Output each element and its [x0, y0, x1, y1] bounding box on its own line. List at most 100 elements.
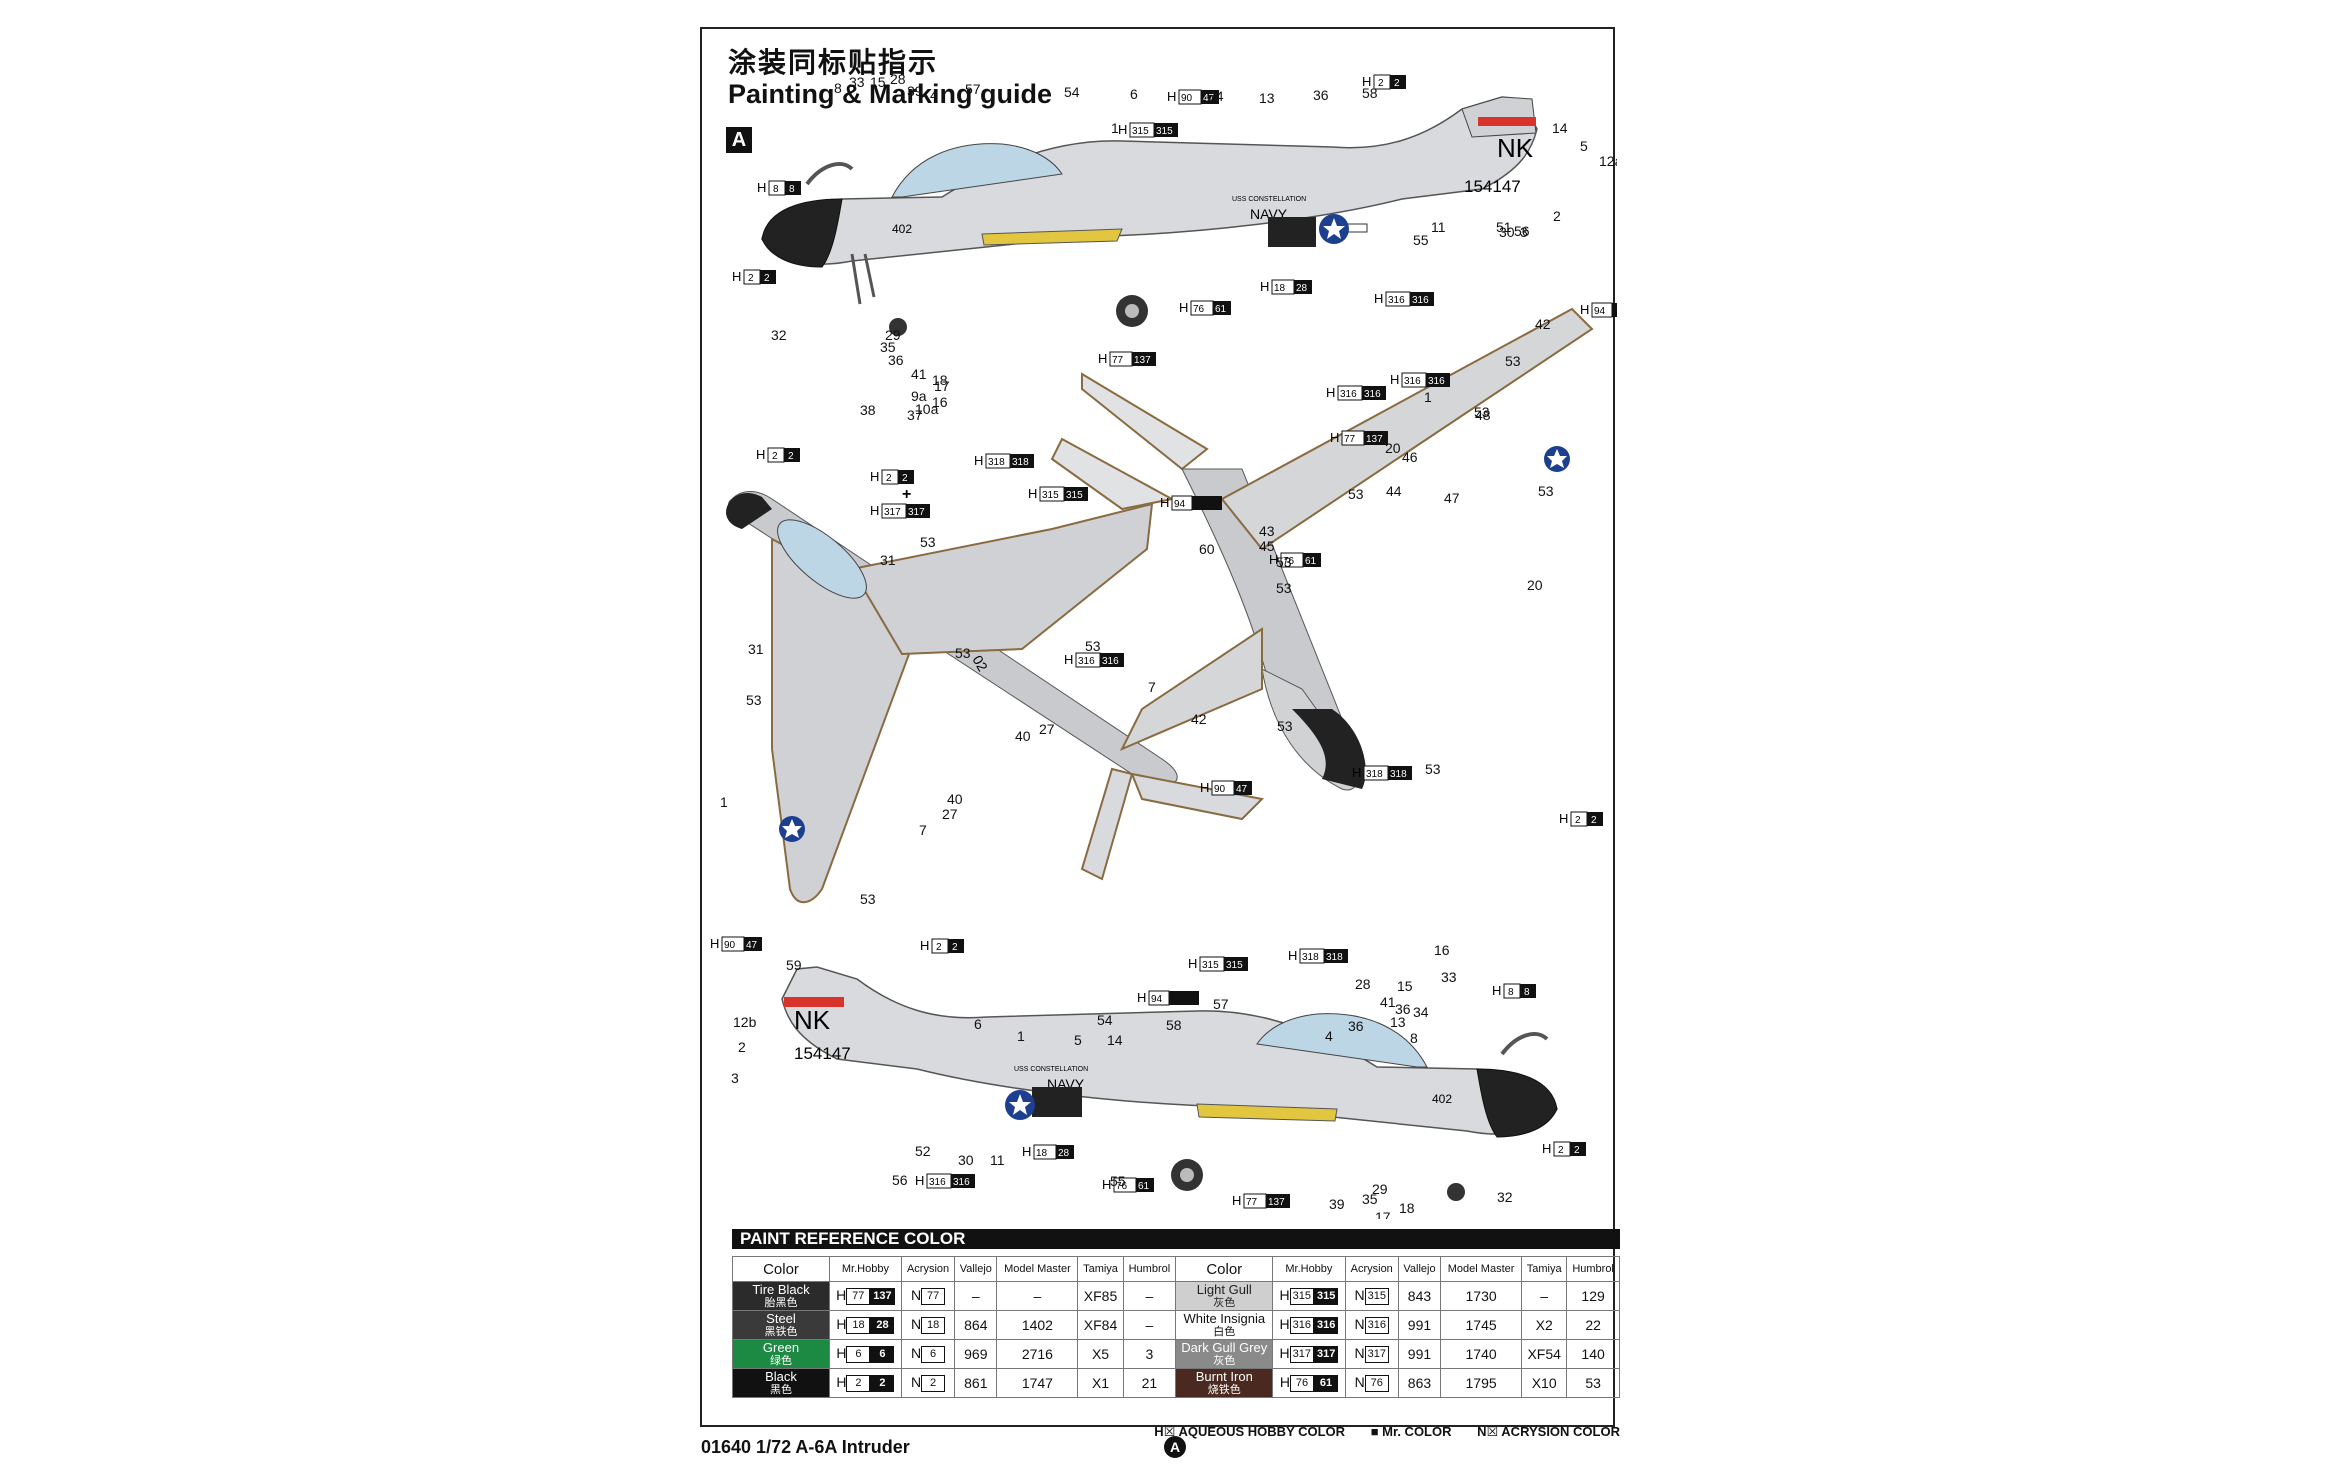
color-swatch: Burnt Iron 烧铁色 [1175, 1368, 1274, 1398]
color-swatch: White Insignia 白色 [1175, 1310, 1274, 1340]
callout-number: 9b [1406, 1217, 1422, 1219]
callout-number: 29 [885, 327, 901, 343]
callout-number: 18 [1399, 1200, 1415, 1216]
svg-text:316: 316 [1404, 376, 1421, 387]
svg-text:H: H [915, 1173, 924, 1188]
code-legend: H☒ AQUEOUS HOBBY COLOR ■ Mr. COLOR N☒ AC… [1154, 1424, 1620, 1439]
svg-text:315: 315 [1066, 490, 1083, 501]
callout-number: 13 [1390, 1014, 1406, 1030]
callout-number: 31 [748, 641, 764, 657]
color-name-cn: 灰色 [1213, 1354, 1236, 1367]
svg-text:316: 316 [1412, 295, 1429, 306]
paint-reference-table: Color Mr.Hobby Acrysion Vallejo Model Ma… [732, 1256, 1620, 1398]
product-footer: 01640 1/72 A-6A Intruder [701, 1437, 910, 1457]
callout-number: 2 [738, 1039, 746, 1055]
svg-text:94: 94 [1594, 306, 1606, 317]
color-name: Burnt Iron [1195, 1369, 1253, 1384]
callout-number: 58 [1166, 1017, 1182, 1033]
wing-modex: 02 [969, 653, 991, 675]
callout-number: 29 [1372, 1181, 1388, 1197]
col-mrhobby: Mr.Hobby [829, 1256, 902, 1282]
color-swatch: Light Gull 灰色 [1175, 1281, 1274, 1311]
callout-number: 4 [930, 87, 938, 103]
color-name: White Insignia [1183, 1311, 1266, 1326]
callout-number: 52 [915, 1143, 931, 1159]
callout-number: 40 [947, 791, 963, 807]
callout-number: 8 [834, 80, 842, 96]
svg-text:H: H [1492, 983, 1501, 998]
color-name-cn: 烧铁色 [1207, 1383, 1241, 1396]
svg-text:315: 315 [1202, 960, 1219, 971]
col-acrysion-right: Acrysion [1344, 1256, 1399, 1282]
svg-text:77: 77 [1112, 355, 1124, 366]
svg-text:8: 8 [789, 184, 795, 195]
callout-number: 30 [1499, 224, 1515, 240]
plan-view: 02 [726, 491, 1265, 904]
svg-text:90: 90 [1181, 93, 1193, 104]
callout-number: 47 [1444, 490, 1460, 506]
svg-text:H: H [1352, 765, 1361, 780]
callout-number: 33 [1441, 969, 1457, 985]
callout-number: 7 [919, 822, 927, 838]
svg-text:H: H [1064, 652, 1073, 667]
svg-text:2: 2 [1574, 1145, 1580, 1156]
callout-number: 27 [1039, 721, 1055, 737]
modelmaster-code: 1730 [1440, 1281, 1523, 1311]
color-name-cn: 白色 [1213, 1325, 1236, 1338]
callout-number: 3 [731, 1070, 739, 1086]
svg-text:18: 18 [1274, 283, 1286, 294]
humbrol-code: 140 [1566, 1339, 1620, 1369]
callout-number: 7 [1148, 679, 1156, 695]
svg-text:H: H [1188, 956, 1197, 971]
svg-text:H: H [1330, 430, 1339, 445]
callout-number: 53 [1348, 486, 1364, 502]
callout-number: 31 [880, 552, 896, 568]
humbrol-code: 21 [1122, 1368, 1177, 1398]
svg-text:28: 28 [1058, 1148, 1070, 1159]
callout-number: 30 [958, 1152, 974, 1168]
callout-number: 33 [849, 74, 865, 90]
callout-number: 36 [1348, 1018, 1364, 1034]
modelmaster-code: 1747 [996, 1368, 1079, 1398]
callout-number: 11 [990, 1152, 1005, 1168]
callout-number: 41 [911, 366, 927, 382]
tamiya-code: XF85 [1077, 1281, 1124, 1311]
callout-number: 10a [915, 401, 939, 417]
modelmaster-code: 1740 [1440, 1339, 1523, 1369]
tamiya-code: XF54 [1521, 1339, 1568, 1369]
callout-number: 58 [1362, 85, 1378, 101]
svg-text:315: 315 [1156, 126, 1173, 137]
svg-text:28: 28 [1296, 283, 1308, 294]
color-name: Green [762, 1340, 800, 1355]
callout-number: 12a [1599, 153, 1617, 169]
instruction-sheet: 涂装同标贴指示 Painting & Marking guide A NK 15… [700, 27, 1620, 1439]
svg-text:2: 2 [902, 473, 908, 484]
callout-number: 42 [1191, 711, 1207, 727]
plus-sign: + [902, 486, 911, 503]
svg-text:316: 316 [1364, 389, 1381, 400]
callout-number: 3 [1520, 224, 1528, 240]
svg-text:76: 76 [1283, 556, 1295, 567]
callout-number: 11 [1431, 219, 1446, 235]
svg-text:94: 94 [1151, 994, 1163, 1005]
callout-number: 4 [1325, 1028, 1333, 1044]
color-swatch: Black 黑色 [732, 1368, 830, 1398]
plate-badge: A [726, 127, 752, 153]
svg-text:H: H [1028, 486, 1037, 501]
svg-text:H: H [1288, 948, 1297, 963]
svg-text:2: 2 [1378, 78, 1384, 89]
svg-text:18: 18 [1036, 1148, 1048, 1159]
callout-number: 53 [1085, 638, 1101, 654]
svg-text:47: 47 [1236, 784, 1248, 795]
callout-number: 53 [920, 534, 936, 550]
svg-text:318: 318 [1390, 769, 1407, 780]
svg-text:61: 61 [1305, 556, 1317, 567]
svg-text:8: 8 [1524, 987, 1530, 998]
svg-text:316: 316 [929, 1177, 946, 1188]
svg-text:2: 2 [1394, 78, 1400, 89]
